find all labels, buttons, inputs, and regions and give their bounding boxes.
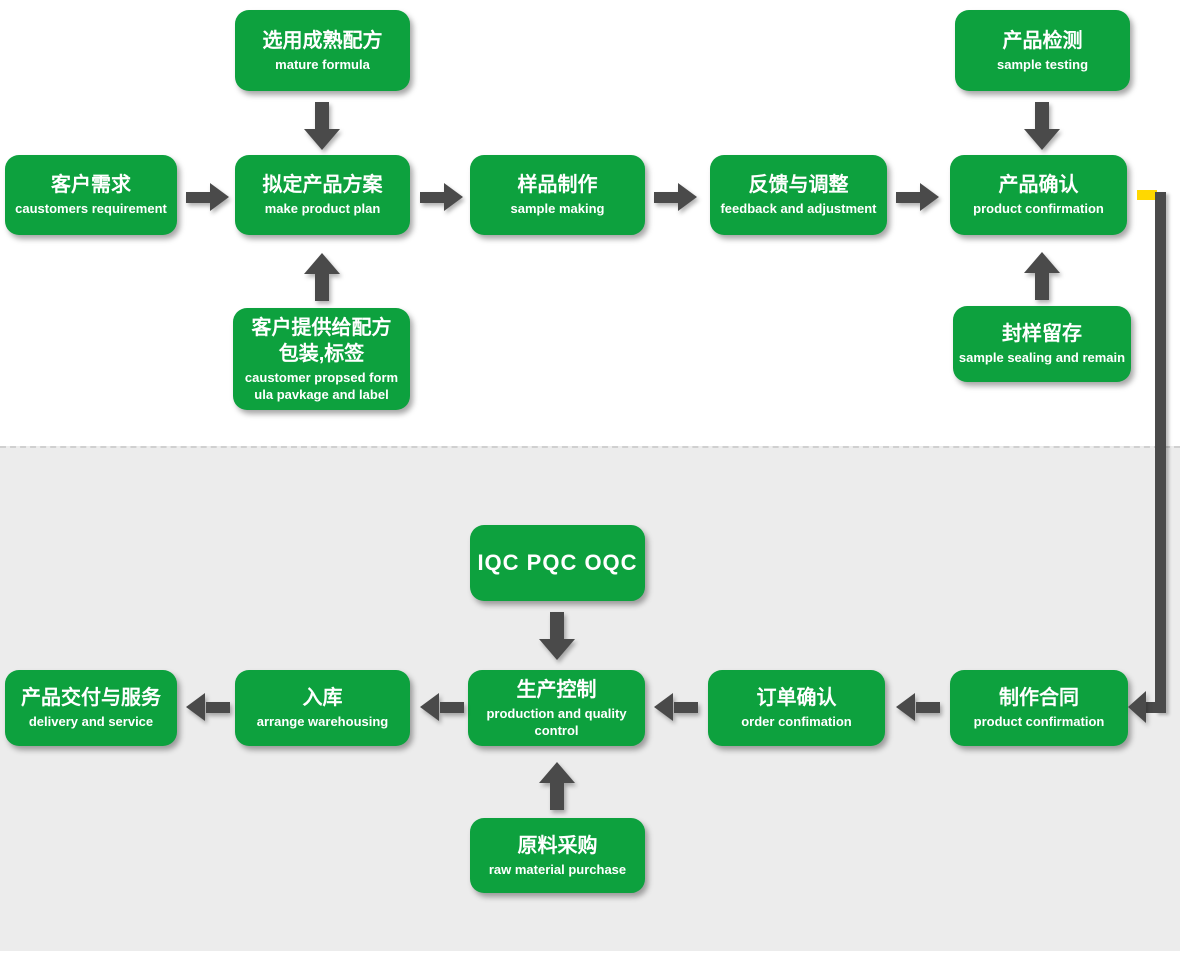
node-title: 产品检测: [1002, 29, 1083, 52]
node-title-line2: 包装,标签: [278, 343, 365, 366]
arrow-left-icon: [186, 693, 230, 721]
connector-arrowhead-left-icon: [1128, 691, 1146, 723]
node-subtitle: caustomer propsed form: [244, 370, 399, 386]
node-title: 订单确认: [756, 687, 837, 710]
node-title: 客户需求: [51, 174, 131, 197]
flow-node-sample-testing: 产品检测 sample testing: [955, 10, 1130, 91]
node-subtitle: product confirmation: [973, 714, 1105, 730]
flow-node-sample-making: 样品制作 sample making: [470, 155, 645, 235]
arrow-down-icon: [1024, 102, 1060, 150]
node-title: 入库: [302, 687, 343, 710]
node-subtitle: arrange warehousing: [256, 714, 389, 730]
arrow-up-icon: [539, 762, 575, 810]
flow-node-production-control: 生产控制 production and quality control: [468, 670, 645, 746]
flow-node-customer-formula: 客户提供给配方 包装,标签 caustomer propsed form ula…: [233, 308, 410, 410]
flow-node-warehousing: 入库 arrange warehousing: [235, 670, 410, 746]
node-subtitle: make product plan: [264, 201, 381, 217]
connector-vertical-line: [1155, 192, 1166, 713]
connector-horizontal-line: [1146, 702, 1166, 713]
flow-node-iqc-pqc-oqc: IQC PQC OQC: [470, 525, 645, 601]
arrow-right-icon: [896, 183, 940, 211]
node-title: 拟定产品方案: [262, 174, 383, 197]
node-title: IQC PQC OQC: [477, 549, 638, 575]
arrow-left-icon: [420, 693, 464, 721]
node-title: 原料采购: [517, 834, 598, 857]
node-subtitle: feedback and adjustment: [720, 201, 877, 217]
flow-node-customer-requirement: 客户需求 caustomers requirement: [5, 155, 177, 235]
flow-node-raw-material: 原料采购 raw material purchase: [470, 818, 645, 893]
arrow-down-icon: [304, 102, 340, 150]
node-subtitle: delivery and service: [28, 714, 154, 730]
flow-node-make-product-plan: 拟定产品方案 make product plan: [235, 155, 410, 235]
node-subtitle: mature formula: [275, 56, 370, 72]
node-subtitle: product confirmation: [973, 201, 1104, 217]
node-title: 产品交付与服务: [21, 687, 161, 710]
node-subtitle: raw material purchase: [488, 861, 627, 877]
node-title: 样品制作: [517, 174, 598, 197]
flow-node-product-confirmation: 产品确认 product confirmation: [950, 155, 1127, 235]
flow-node-sample-sealing: 封样留存 sample sealing and remain: [953, 306, 1131, 382]
arrow-right-icon: [186, 183, 230, 211]
flow-node-feedback-adjustment: 反馈与调整 feedback and adjustment: [710, 155, 887, 235]
node-subtitle: sample testing: [996, 56, 1089, 72]
node-title: 客户提供给配方: [251, 317, 392, 340]
arrow-right-icon: [420, 183, 464, 211]
node-subtitle: order confimation: [741, 714, 852, 730]
node-subtitle: production and quality control: [486, 706, 627, 738]
arrow-right-icon: [654, 183, 698, 211]
node-subtitle: caustomers requirement: [15, 201, 167, 217]
flow-node-make-contract: 制作合同 product confirmation: [950, 670, 1128, 746]
node-title: 反馈与调整: [748, 174, 849, 197]
node-title: 选用成熟配方: [262, 29, 383, 52]
node-subtitle: sample sealing and remain: [958, 350, 1126, 366]
arrow-left-icon: [896, 693, 940, 721]
arrow-up-icon: [1024, 252, 1060, 300]
node-title: 产品确认: [998, 174, 1079, 197]
flow-node-mature-formula: 选用成熟配方 mature formula: [235, 10, 410, 91]
node-title: 生产控制: [516, 679, 597, 702]
flow-node-order-confirmation: 订单确认 order confimation: [708, 670, 885, 746]
node-subtitle-line2: ula pavkage and label: [254, 386, 389, 402]
node-subtitle: sample making: [510, 201, 605, 217]
arrow-down-icon: [539, 612, 575, 660]
node-title: 封样留存: [1002, 323, 1082, 346]
arrow-left-icon: [654, 693, 698, 721]
connector-yellow-segment: [1137, 190, 1157, 200]
arrow-up-icon: [304, 253, 340, 301]
flow-node-delivery-service: 产品交付与服务 delivery and service: [5, 670, 177, 746]
node-title: 制作合同: [999, 687, 1079, 710]
